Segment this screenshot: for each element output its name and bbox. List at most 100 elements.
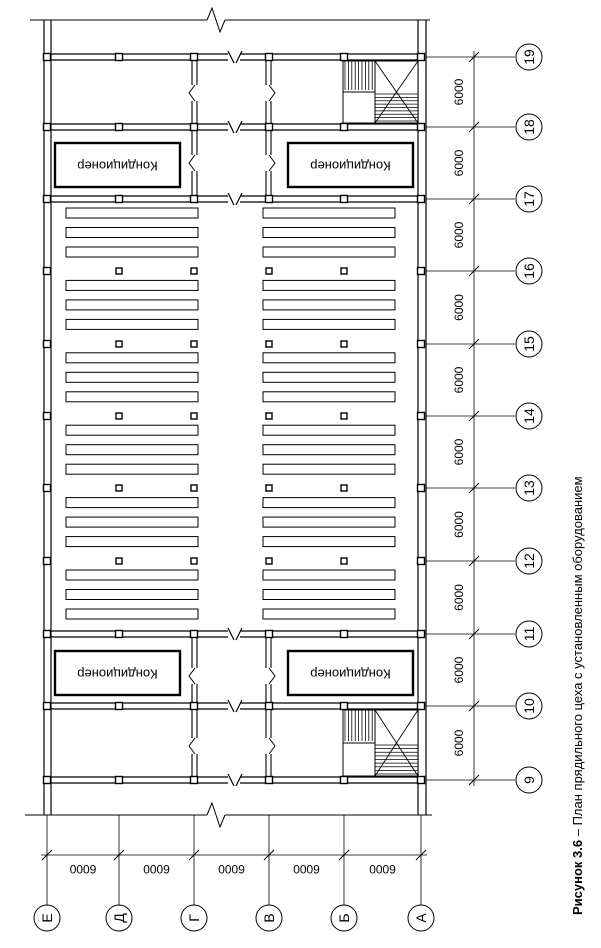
machine-row bbox=[262, 391, 396, 403]
opening-jamb bbox=[235, 50, 243, 64]
machine-row bbox=[65, 516, 199, 528]
column bbox=[416, 775, 426, 785]
machine-row bbox=[262, 352, 396, 364]
door-swing bbox=[268, 84, 276, 102]
conditioner-box bbox=[286, 141, 415, 189]
conditioner-box bbox=[286, 649, 415, 697]
dimension-tick bbox=[468, 628, 480, 640]
door-opening bbox=[191, 668, 199, 684]
column bbox=[264, 52, 274, 62]
machine-row bbox=[262, 318, 396, 330]
column bbox=[189, 701, 199, 711]
machine-row bbox=[65, 463, 199, 475]
machine-row bbox=[262, 463, 396, 475]
axis-bubble-letter: А bbox=[407, 904, 435, 932]
machine-row bbox=[65, 497, 199, 509]
machine-row bbox=[65, 299, 199, 311]
axis-label: 19 bbox=[521, 49, 537, 65]
dimension-label: 6000 bbox=[69, 862, 96, 876]
dimension-tick bbox=[415, 849, 427, 861]
caption-bold: Рисунок 3.6 bbox=[570, 840, 585, 915]
stair-cross bbox=[374, 60, 419, 124]
door-opening bbox=[191, 85, 199, 101]
staircase bbox=[342, 709, 419, 777]
dimension-label: 6000 bbox=[452, 149, 466, 176]
axis-label: 14 bbox=[521, 408, 537, 424]
dimension-tick bbox=[188, 849, 200, 861]
dimension-label: 6000 bbox=[452, 584, 466, 611]
dimension-label: 6000 bbox=[452, 729, 466, 756]
axis-label: 10 bbox=[521, 698, 537, 714]
dimension-label: 6000 bbox=[218, 862, 245, 876]
axis-label: 13 bbox=[521, 480, 537, 496]
conditioner-label: Кондиционер bbox=[310, 159, 390, 174]
dimension-tick bbox=[263, 849, 275, 861]
dimension-tick bbox=[468, 338, 480, 350]
axis-bubble-number: 10 bbox=[515, 692, 543, 720]
machine-row bbox=[262, 516, 396, 528]
machine-row bbox=[65, 391, 199, 403]
axis-label: Д bbox=[111, 913, 127, 923]
machine-row bbox=[65, 424, 199, 436]
column bbox=[190, 267, 198, 275]
machine-row bbox=[262, 497, 396, 509]
column bbox=[340, 484, 348, 492]
axis-label: Б bbox=[336, 913, 352, 922]
door-swing bbox=[268, 737, 276, 755]
machine-row bbox=[262, 246, 396, 258]
dimension-label: 6000 bbox=[452, 78, 466, 105]
caption-dash: – bbox=[570, 825, 585, 839]
machine-row bbox=[262, 444, 396, 456]
axis-bubble-number: 15 bbox=[515, 330, 543, 358]
column bbox=[190, 484, 198, 492]
column bbox=[416, 52, 426, 62]
door-swing bbox=[188, 737, 196, 755]
door-swing bbox=[188, 667, 196, 685]
column bbox=[42, 52, 52, 62]
column bbox=[115, 484, 123, 492]
dimension-label: 6000 bbox=[293, 862, 320, 876]
machine-row bbox=[262, 608, 396, 620]
column bbox=[265, 340, 273, 348]
equipment-rows bbox=[65, 207, 396, 620]
column bbox=[189, 775, 199, 785]
machine-row bbox=[262, 279, 396, 291]
conditioner-label: Кондиционер bbox=[77, 667, 157, 682]
axis-bubble-number: 18 bbox=[515, 113, 543, 141]
axis-circle bbox=[407, 904, 435, 932]
caption-text: План прядильного цеха с установленным об… bbox=[570, 476, 585, 825]
door-swing bbox=[188, 84, 196, 102]
column bbox=[340, 412, 348, 420]
column bbox=[114, 629, 124, 639]
column bbox=[416, 483, 426, 493]
machine-row bbox=[65, 352, 199, 364]
partitions bbox=[191, 61, 272, 776]
dimension-tick bbox=[468, 265, 480, 277]
column bbox=[339, 52, 349, 62]
door-opening bbox=[265, 668, 273, 684]
axis-bubble-number: 17 bbox=[515, 185, 543, 213]
axis-label: 16 bbox=[521, 263, 537, 279]
break-line-bottom bbox=[25, 801, 432, 829]
figure-caption: Рисунок 3.6 – План прядильного цеха с ус… bbox=[570, 476, 585, 915]
column bbox=[42, 775, 52, 785]
opening-jamb bbox=[235, 773, 243, 787]
axis-circle bbox=[515, 43, 543, 71]
machine-row bbox=[262, 227, 396, 238]
axis-circle bbox=[255, 904, 283, 932]
dimension-tick bbox=[468, 700, 480, 712]
machine-row bbox=[65, 444, 199, 456]
column bbox=[416, 701, 426, 711]
column bbox=[42, 701, 52, 711]
axis-bubble-number: 19 bbox=[515, 43, 543, 71]
conditioner-label: Кондиционер bbox=[77, 159, 157, 174]
column bbox=[416, 266, 426, 276]
column bbox=[115, 412, 123, 420]
conditioner-box bbox=[53, 141, 182, 189]
conditioner: Кондиционер bbox=[53, 649, 182, 697]
dimension-label: 6000 bbox=[452, 221, 466, 248]
machine-row bbox=[262, 207, 396, 219]
column bbox=[114, 122, 124, 132]
machine-row bbox=[65, 246, 199, 258]
